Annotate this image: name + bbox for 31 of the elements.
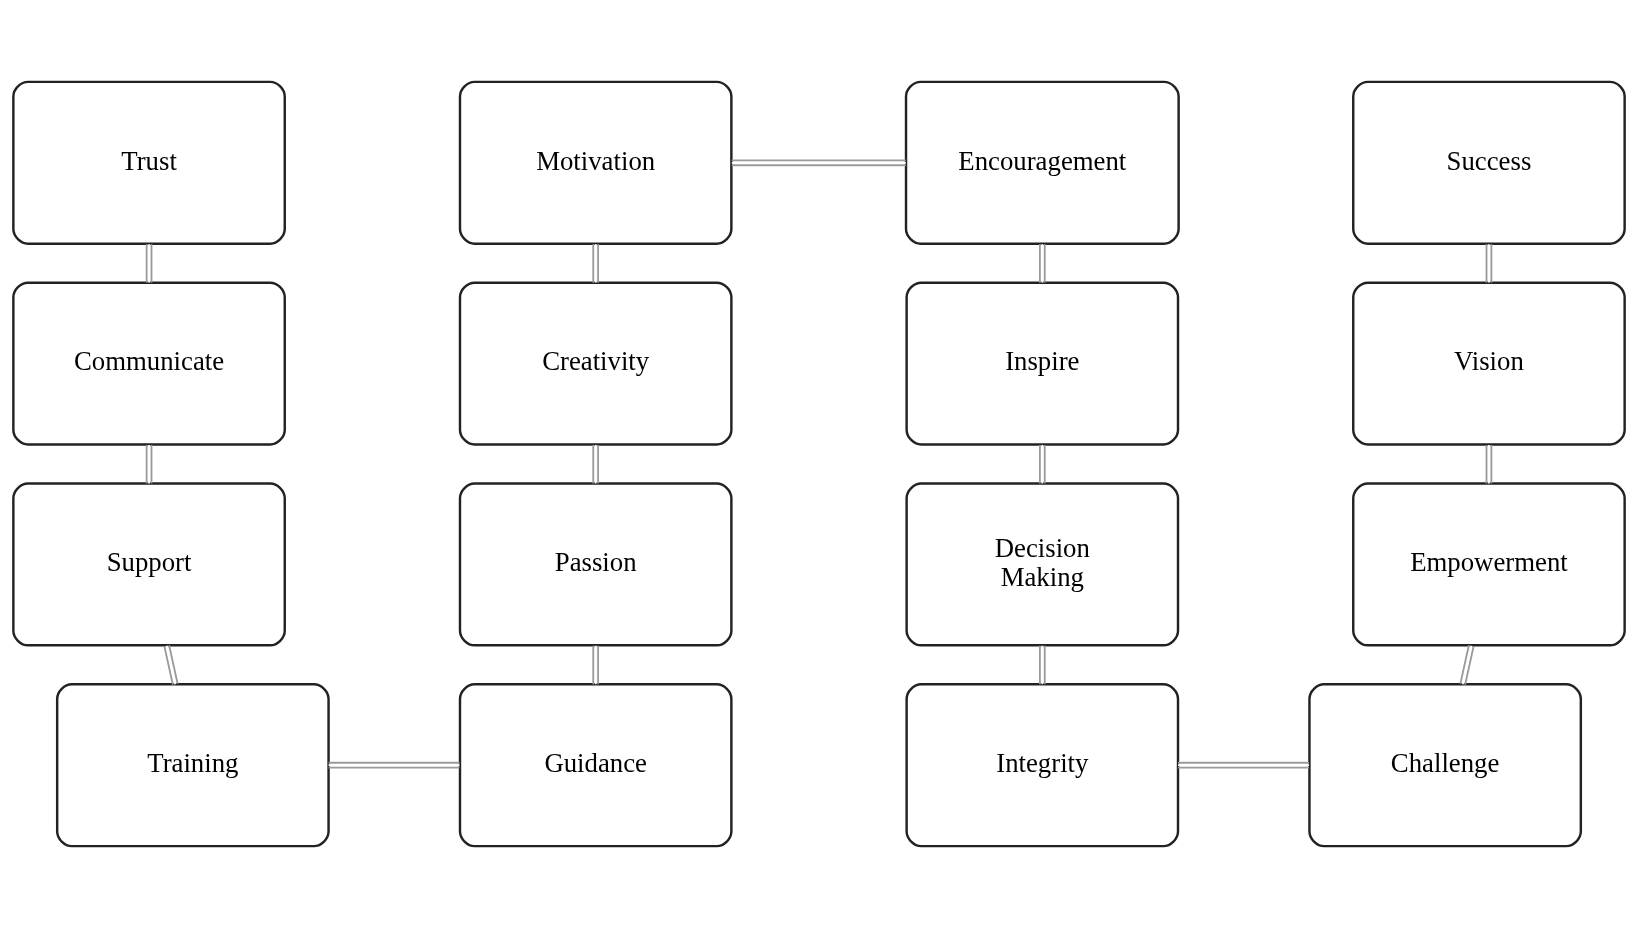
connector xyxy=(1038,243,1046,284)
node-box: Training xyxy=(55,683,330,848)
connector xyxy=(1485,243,1493,284)
connector xyxy=(592,644,600,686)
node-box: Challenge xyxy=(1308,683,1583,848)
connector xyxy=(730,159,907,167)
connector xyxy=(1459,644,1475,686)
node-box: Vision xyxy=(1352,281,1626,446)
connector xyxy=(592,243,600,284)
node-box: Motivation xyxy=(458,80,733,245)
connector xyxy=(1485,444,1493,485)
node-box: Inspire xyxy=(905,281,1180,446)
node-box: Trust xyxy=(12,80,286,245)
connector xyxy=(327,761,461,769)
node-box: Decision Making xyxy=(905,482,1180,647)
node-box: Success xyxy=(1352,80,1626,245)
node-box: Empowerment xyxy=(1352,482,1626,647)
node-box: Integrity xyxy=(905,683,1180,848)
connector xyxy=(1177,761,1310,769)
connector xyxy=(163,644,179,686)
node-box: Passion xyxy=(458,482,733,647)
connector xyxy=(1038,444,1046,485)
connector xyxy=(145,243,153,284)
connector xyxy=(592,444,600,485)
node-box: Support xyxy=(12,482,286,647)
node-box: Guidance xyxy=(458,683,733,848)
node-box: Communicate xyxy=(12,281,286,446)
connector xyxy=(1038,644,1046,686)
node-box: Encouragement xyxy=(904,80,1180,245)
connector xyxy=(145,444,153,485)
node-box: Creativity xyxy=(458,281,733,446)
